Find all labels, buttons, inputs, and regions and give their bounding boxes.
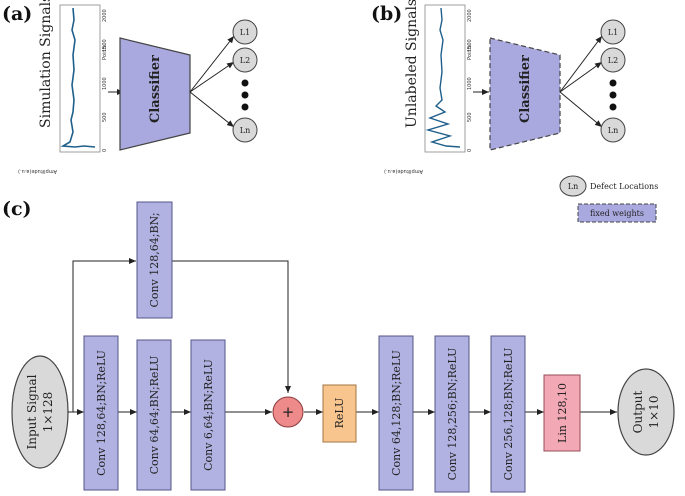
panel-a-tick-1: 1500 — [102, 39, 108, 52]
panel-c-label: (c) — [2, 198, 32, 220]
panel-a: (a) Simulation Signals Amplitude(a.u.) P… — [2, 0, 258, 174]
output-label-line1: Output — [631, 391, 645, 434]
ellipsis-dot — [241, 103, 249, 111]
panel-b-tick-2: 1000 — [467, 77, 473, 90]
signal-trace — [425, 7, 461, 148]
ellipsis-dot — [609, 79, 617, 87]
conv-block-3-label: Conv 6,64;BN;ReLU — [202, 359, 215, 471]
panel-b-label: (b) — [371, 3, 402, 25]
legend-fixed-weights-swatch — [577, 203, 657, 223]
legend-node-symbol-text: Ln — [568, 182, 578, 191]
skip-conv-block — [136, 201, 173, 319]
panel-a-tick-0: 2000 — [102, 9, 108, 22]
input-label-line2: 1×128 — [41, 392, 55, 433]
panel-a-side-label: Simulation Signals — [38, 0, 54, 128]
node-label-ln: Ln — [240, 126, 250, 135]
ellipsis-dot — [241, 79, 249, 87]
output-node-ln — [600, 117, 626, 143]
conv-block-3 — [190, 339, 226, 491]
simulation-signal-plot: Amplitude(a.u.) Points 2000 1500 1000 50… — [18, 4, 108, 174]
panel-a-label: (a) — [2, 3, 32, 25]
panel-a-classifier-label: Classifier — [148, 55, 163, 123]
ellipsis-dot — [609, 91, 617, 99]
output-node — [617, 368, 675, 456]
input-label-line1: Input Signal — [25, 374, 39, 449]
conv-block-1-label: Conv 128,64;BN;ReLU — [95, 350, 108, 476]
panel-a-plot-axis-label: Amplitude(a.u.) — [18, 168, 57, 174]
conv-block-4 — [378, 335, 414, 491]
output-node-l2 — [232, 47, 258, 73]
panel-b-tick-1: 1500 — [467, 39, 473, 52]
linear-block — [543, 374, 581, 452]
node-label-l2: L2 — [240, 56, 250, 65]
legend: Ln Defect Locations fixed weights — [559, 175, 658, 223]
linear-label: Lin 128,10 — [556, 383, 569, 443]
panel-b-classifier-label: Classifier — [518, 55, 533, 123]
output-node-ln — [232, 117, 258, 143]
panel-b: (b) Unlabeled Signals Amplitude(a.u.) Po… — [371, 0, 626, 174]
panel-a-plot-x-label: Points — [102, 45, 108, 60]
conv-block-5 — [434, 335, 470, 493]
node-label-l1: L1 — [608, 28, 618, 37]
node-label-l2: L2 — [608, 56, 618, 65]
output-node-l1 — [232, 19, 258, 45]
panel-b-plot-axis-label: Amplitude(a.u.) — [384, 168, 423, 174]
conv-block-1 — [83, 335, 119, 491]
panel-b-tick-3: 500 — [467, 112, 473, 122]
panel-b-tick-4: 0 — [467, 149, 473, 152]
legend-defect-text: Defect Locations — [590, 182, 658, 191]
panel-b-side-label: Unlabeled Signals — [404, 0, 420, 128]
conv-block-2 — [136, 339, 172, 491]
legend-node-symbol — [559, 175, 587, 197]
node-label-l1: L1 — [240, 28, 250, 37]
conv-block-6-label: Conv 256,128;BN;ReLU — [502, 348, 515, 481]
conv-block-5-label: Conv 128,256;BN;ReLU — [446, 348, 459, 481]
relu-label: ReLU — [333, 398, 346, 429]
signal-trace — [60, 7, 96, 148]
output-label-line2: 1×10 — [647, 396, 661, 429]
fixed-classifier-block — [489, 37, 561, 151]
panel-b-tick-0: 2000 — [467, 9, 473, 22]
ellipsis-dot — [609, 103, 617, 111]
conv-block-6 — [490, 335, 526, 493]
node-label-ln: Ln — [608, 126, 618, 135]
panel-c: (c) Input Signal 1×128 Conv 128,64;BN; C… — [2, 198, 675, 493]
relu-block — [322, 384, 357, 443]
input-signal-node — [11, 355, 69, 469]
output-node-l1 — [600, 19, 626, 45]
output-node-l2 — [600, 47, 626, 73]
panel-b-plot-x-label: Points — [467, 45, 473, 60]
skip-conv-label: Conv 128,64;BN; — [148, 212, 161, 307]
unlabeled-signal-plot: Amplitude(a.u.) Points 2000 1500 1000 50… — [384, 4, 473, 174]
panel-a-tick-4: 0 — [102, 149, 108, 152]
ellipsis-dot — [241, 91, 249, 99]
add-symbol: + — [282, 403, 295, 421]
conv-block-4-label: Conv 64,128;BN;ReLU — [390, 350, 403, 476]
classifier-block — [119, 37, 191, 151]
add-node — [272, 396, 304, 428]
conv-block-2-label: Conv 64,64;BN;ReLU — [148, 356, 161, 475]
panel-a-tick-2: 1000 — [102, 77, 108, 90]
panel-a-tick-3: 500 — [102, 112, 108, 122]
legend-fixed-text: fixed weights — [590, 209, 644, 218]
